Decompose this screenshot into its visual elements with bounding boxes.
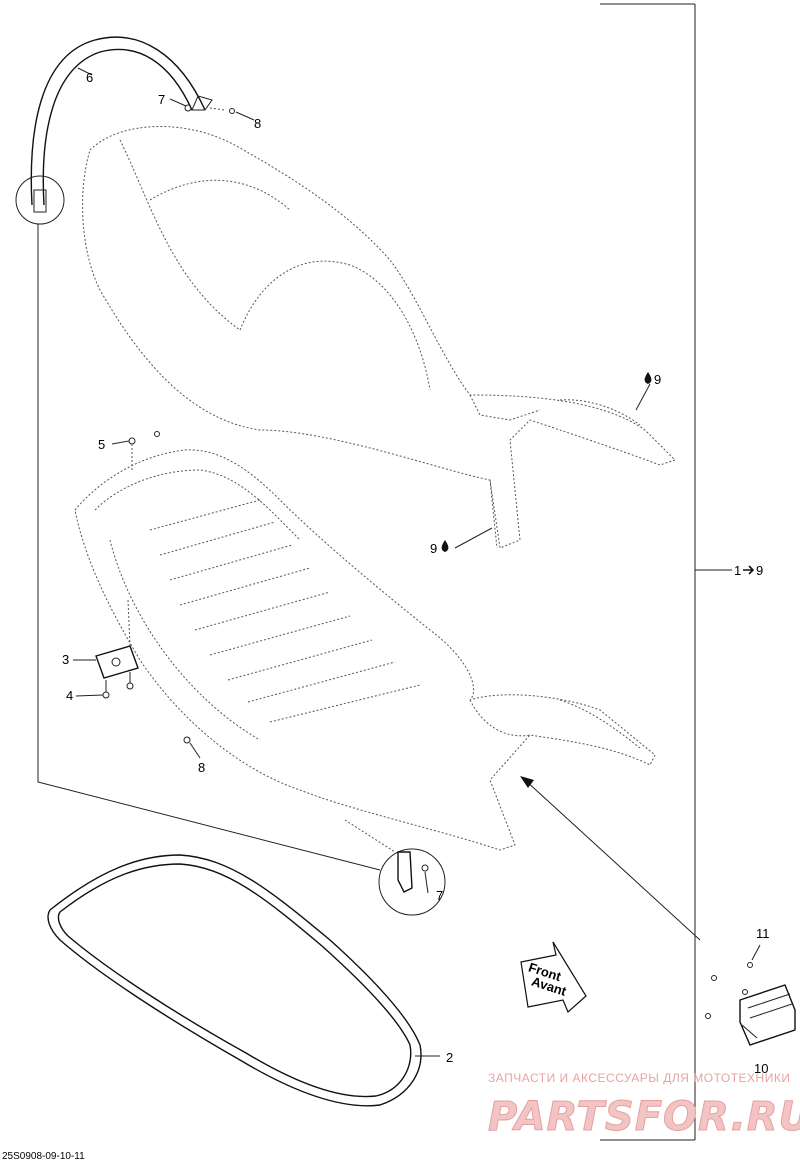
callout-2: 2 <box>446 1050 453 1065</box>
droplet-icon <box>441 540 449 552</box>
screw-pair <box>102 672 134 699</box>
callout-9-bottom: 9 <box>430 540 449 556</box>
droplet-icon <box>644 372 652 384</box>
arrow-right-icon <box>743 565 755 575</box>
callout-4: 4 <box>66 688 73 703</box>
diagram-code: 25S0908-09-10-11 <box>2 1151 85 1162</box>
seat-base-ribs <box>149 499 421 723</box>
callout-7-top: 7 <box>158 92 165 107</box>
callout-1-range: 1 9 <box>734 563 763 578</box>
lower-washer <box>183 736 191 744</box>
upper-fasteners <box>184 104 235 114</box>
callout-11: 11 <box>756 926 770 941</box>
nut-pair <box>128 431 160 470</box>
callout-8-bottom: 8 <box>198 760 205 775</box>
watermark-tagline: ЗАПЧАСТИ И АКСЕССУАРЫ ДЛЯ МОТОТЕХНИКИ <box>488 1071 790 1085</box>
electronic-module <box>705 944 796 1046</box>
clip-detail <box>344 819 446 916</box>
callout-9-top: 9 <box>644 372 661 387</box>
front-direction-arrow: Front Avant <box>520 941 587 1014</box>
callout-7-bottom: 7 <box>436 888 443 903</box>
callout-1-range-end: 9 <box>756 563 763 578</box>
seat-base <box>74 449 656 851</box>
callout-8-top: 8 <box>254 116 261 131</box>
seal-ring <box>47 854 440 1107</box>
callouts: 6 7 8 9 5 9 1 9 3 4 8 7 11 2 10 <box>62 70 770 1076</box>
callout-6: 6 <box>86 70 93 85</box>
assembly-arrow <box>520 776 701 941</box>
callout-1-label: 1 <box>734 563 741 578</box>
callout-5: 5 <box>98 437 105 452</box>
callout-9-top-label: 9 <box>654 372 661 387</box>
seat-cover <box>82 126 676 549</box>
group-bracket <box>600 3 732 1141</box>
latch-bracket <box>95 599 139 679</box>
callout-3: 3 <box>62 652 69 667</box>
callout-9-bottom-label: 9 <box>430 541 437 556</box>
watermark-brand: PARTSFOR.RU <box>488 1094 800 1140</box>
callout-leaders <box>73 98 758 1039</box>
callout-10: 10 <box>754 1061 768 1076</box>
strap-leader-line <box>37 224 381 871</box>
seat-strap <box>15 36 213 225</box>
watermark: ЗАПЧАСТИ И АКСЕССУАРЫ ДЛЯ МОТОТЕХНИКИ PA… <box>488 1071 800 1141</box>
